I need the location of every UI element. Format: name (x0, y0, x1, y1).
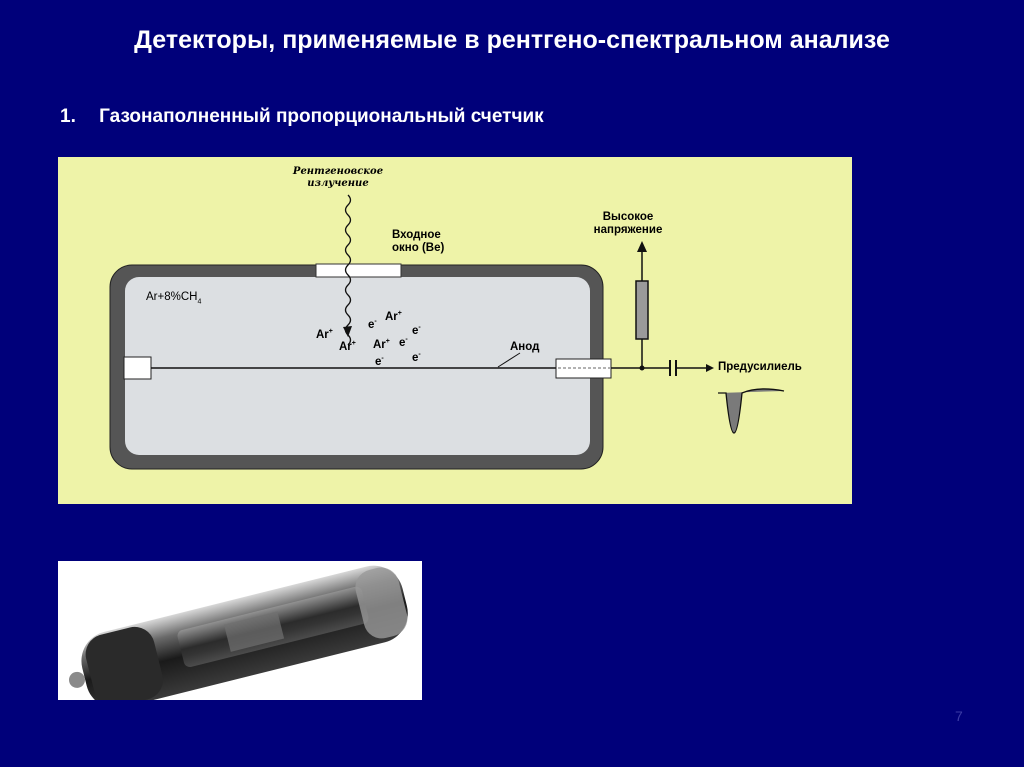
electron-label: e- (412, 348, 421, 365)
entrance-window (315, 263, 402, 278)
slide-title: Детекторы, применяемые в рентгено-спектр… (134, 26, 890, 54)
electron-text: e (412, 324, 419, 337)
high-voltage-label: Высокое напряжение (578, 211, 678, 237)
ion-text: Ar (316, 328, 329, 341)
ion-label: Ar+ (339, 337, 356, 354)
electron-charge: - (381, 355, 384, 362)
high-voltage-line2: напряжение (593, 224, 663, 236)
electron-charge: - (418, 324, 421, 331)
ion-text: Ar (339, 340, 352, 353)
ion-charge: + (385, 338, 390, 345)
ion-text: Ar (385, 310, 398, 323)
ion-charge: + (397, 310, 402, 317)
electron-label: e- (375, 352, 384, 369)
window-label: Входное окно (Be) (392, 229, 444, 255)
page-number: 7 (955, 708, 963, 724)
electron-text: e (375, 355, 382, 368)
electron-label: e- (412, 321, 421, 338)
xray-label: Рентгеновское излучение (278, 166, 398, 190)
xray-label-line1: Рентгеновское (292, 166, 384, 177)
ion-label: Ar+ (316, 325, 333, 342)
window-label-line1: Входное (392, 229, 441, 241)
ion-charge: + (328, 328, 333, 335)
ion-label: Ar+ (385, 307, 402, 324)
xray-label-line2: излучение (307, 178, 369, 189)
resistor (635, 280, 649, 340)
diagram-drawing (109, 194, 785, 470)
gas-label-text: Ar+8%CH (146, 291, 198, 303)
gas-subscript: 4 (197, 298, 202, 306)
pulse-waveform (718, 388, 785, 434)
ion-label: Ar+ (373, 335, 390, 352)
ion-charge: + (351, 340, 356, 347)
high-voltage-line1: Высокое (602, 211, 654, 223)
gas-mixture-label: Ar+8%CH4 (146, 291, 201, 308)
xray-wave (344, 194, 352, 346)
ion-text: Ar (373, 338, 386, 351)
electron-charge: - (374, 318, 377, 325)
item-number: 1. (60, 106, 76, 127)
electron-text: e (399, 336, 406, 349)
item-heading: 1. Газонаполненный пропорциональный счет… (60, 106, 544, 128)
counter-photo (58, 561, 422, 700)
item-label: Газонаполненный пропорциональный счетчик (99, 106, 544, 127)
electron-text: e (412, 351, 419, 364)
window-label-line2: окно (Be) (392, 242, 445, 254)
preamplifier-label: Предусилиель (718, 361, 802, 373)
anode-label: Анод (510, 341, 540, 353)
electron-label: e- (399, 333, 408, 350)
electron-charge: - (405, 336, 408, 343)
electron-label: e- (368, 315, 377, 332)
left-insulator (123, 356, 152, 380)
detector-diagram: Рентгеновское излучение Входное окно (Be… (58, 157, 852, 504)
chamber-interior (125, 277, 590, 455)
counter-tube-image (68, 565, 408, 700)
electron-text: e (368, 318, 375, 331)
electron-charge: - (418, 351, 421, 358)
